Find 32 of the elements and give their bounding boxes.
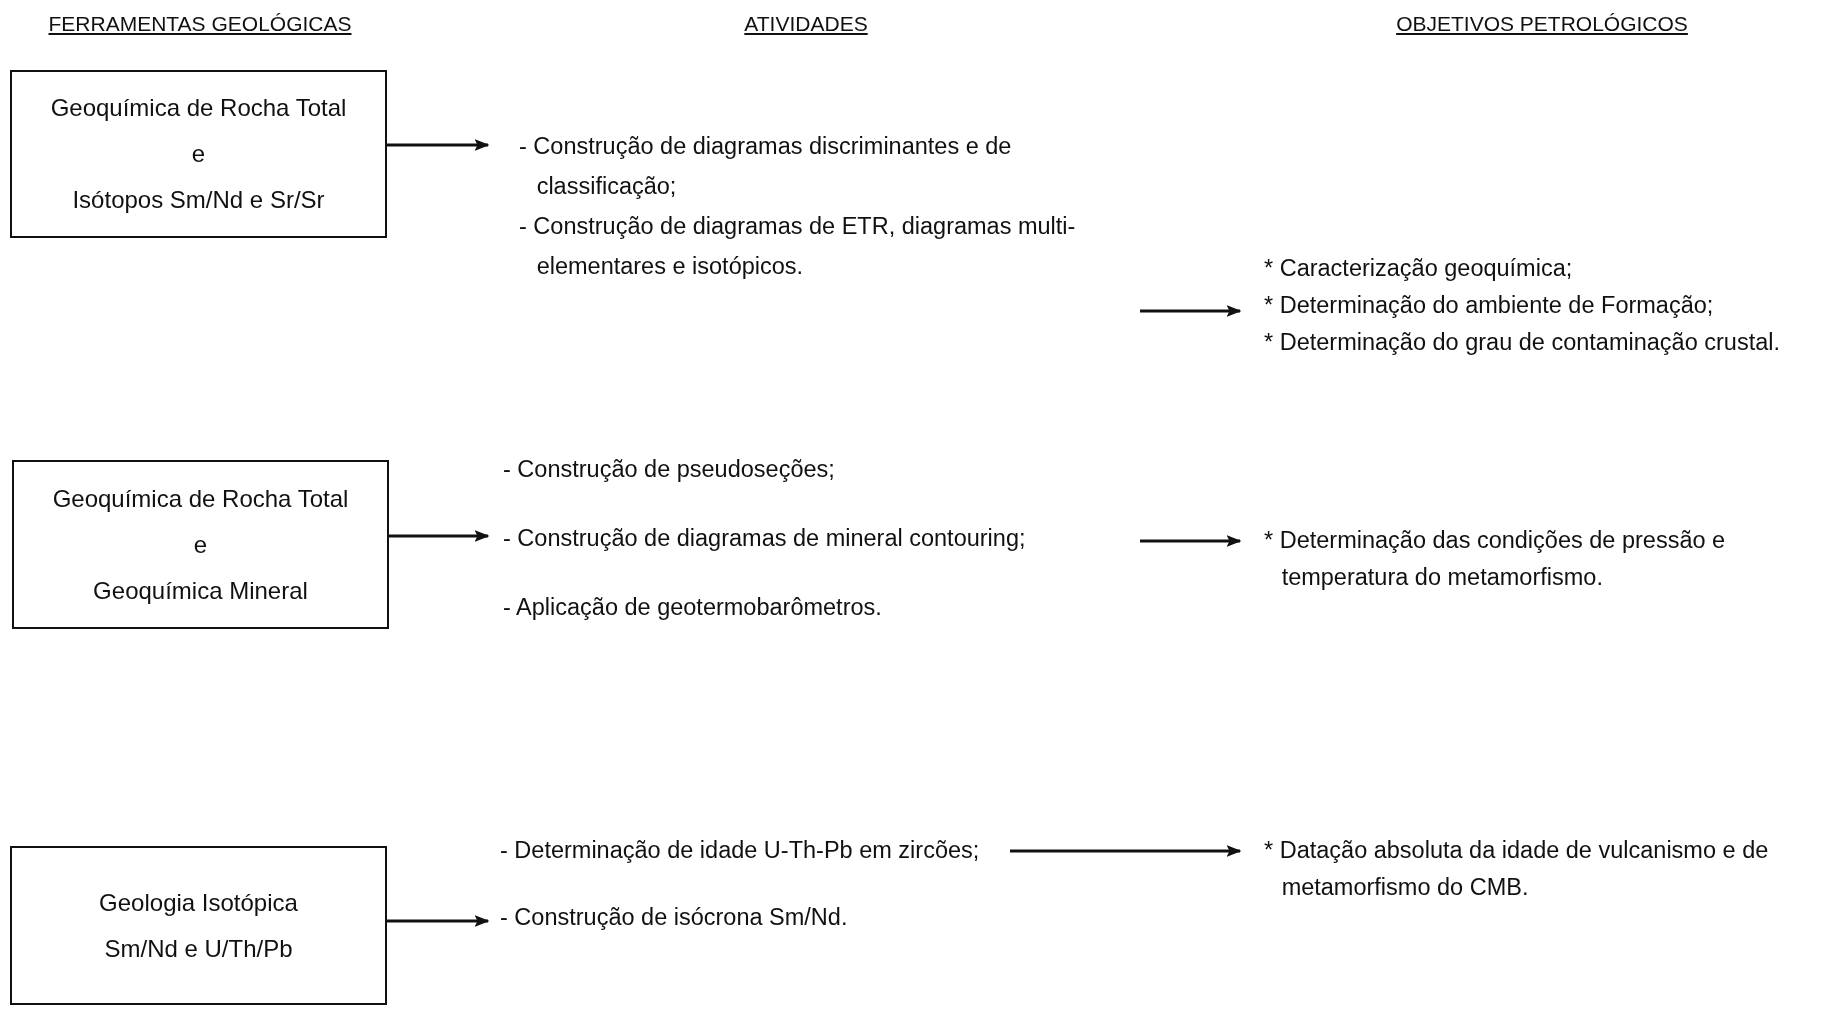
- list-item: - Determinação de idade U-Th-Pb em zircões;: [500, 836, 981, 865]
- list-item: - Construção de diagramas de ETR, diagramas multi-elementares e isotópicos.: [519, 212, 1077, 281]
- column-heading: ATIVIDADES: [744, 12, 868, 36]
- list-item: * Determinação do ambiente de Formação;: [1264, 291, 1715, 320]
- list-item: * Caracterização geoquímica;: [1264, 254, 1574, 283]
- tool-label: Geoquímica Mineral: [93, 575, 308, 606]
- arrow: [387, 139, 490, 151]
- arrow: [387, 915, 490, 927]
- arrow: [389, 530, 490, 542]
- list-item: - Construção de isócrona Sm/Nd.: [500, 903, 849, 932]
- tool-label: Isótopos Sm/Nd e Sr/Sr: [72, 185, 325, 215]
- tool-box: [10, 846, 387, 1005]
- arrow: [1140, 535, 1242, 547]
- arrow: [1010, 845, 1242, 857]
- list-item: - Construção de diagramas discriminantes e de classificação;: [519, 132, 1013, 201]
- tool-box: [10, 70, 387, 238]
- tool-label: Sm/Nd e U/Th/Pb: [104, 933, 293, 964]
- list-item: - Construção de pseudoseções;: [503, 455, 836, 484]
- tool-label: e: [191, 139, 206, 169]
- list-item: * Determinação das condições de pressão e temperatura do metamorfismo.: [1264, 526, 1727, 592]
- column-heading: FERRAMENTAS GEOLÓGICAS: [48, 12, 352, 36]
- list-item: - Aplicação de geotermobarômetros.: [503, 593, 883, 622]
- tool-box: [12, 460, 389, 629]
- list-item: * Determinação do grau de contaminação crustal.: [1264, 328, 1781, 357]
- tool-label: e: [193, 529, 208, 560]
- arrow: [1140, 305, 1242, 317]
- list-item: * Datação absoluta da idade de vulcanismo e de metamorfismo do CMB.: [1264, 836, 1770, 902]
- tool-label: Geoquímica de Rocha Total: [50, 93, 347, 123]
- column-heading: OBJETIVOS PETROLÓGICOS: [1396, 12, 1688, 36]
- tool-label: Geoquímica de Rocha Total: [52, 483, 349, 514]
- tool-label: Geologia Isotópica: [99, 887, 298, 918]
- list-item: - Construção de diagramas de mineral contouring;: [503, 524, 1027, 553]
